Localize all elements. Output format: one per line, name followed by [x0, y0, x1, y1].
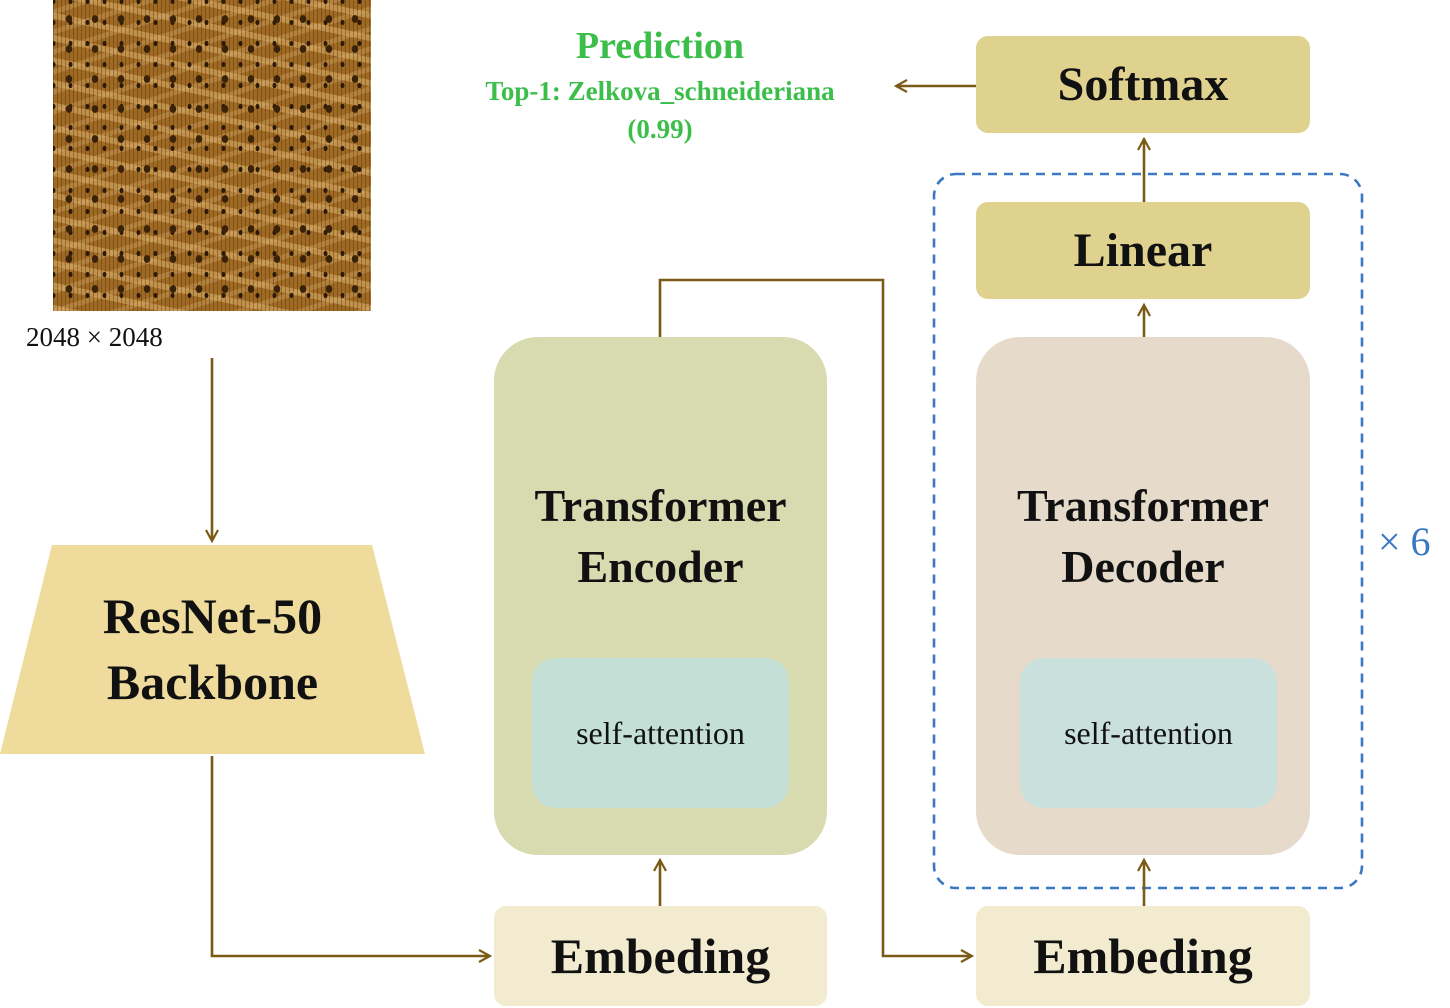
- arrow-encoder-to-decoder-embedding: [658, 278, 972, 956]
- transformer-decoder-block: Transformer Decoder self-attention: [976, 337, 1310, 855]
- backbone-title-line1: ResNet-50: [102, 588, 323, 644]
- decoder-self-attention: self-attention: [1020, 658, 1277, 808]
- decoder-title-line1: Transformer: [1016, 480, 1270, 531]
- backbone-trapezoid: [0, 545, 425, 754]
- decoder-embedding-block: Embeding: [976, 906, 1310, 1006]
- softmax-block: Softmax: [976, 36, 1310, 133]
- arrow-backbone-to-embedding: [210, 756, 490, 956]
- prediction-top1: Top-1: Zelkova_schneideriana: [485, 76, 835, 106]
- encoder-embedding-block: Embeding: [494, 906, 827, 1006]
- input-dimension-label: 2048 × 2048: [26, 322, 163, 352]
- input-wood-image: [53, 0, 371, 311]
- backbone-title-line2: Backbone: [106, 654, 319, 710]
- encoder-self-attention: self-attention: [532, 658, 789, 808]
- encoder-title-line2: Encoder: [577, 541, 744, 592]
- decoder-repeat-frame: [932, 172, 1364, 890]
- prediction-score: (0.99): [627, 114, 693, 144]
- encoder-title-line1: Transformer: [534, 480, 787, 531]
- decoder-title-line2: Decoder: [1061, 541, 1225, 592]
- linear-block: Linear: [976, 202, 1310, 299]
- repeat-count-label: × 6: [1378, 519, 1431, 564]
- prediction-title: Prediction: [575, 25, 745, 67]
- backbone-block: ResNet-50 Backbone: [0, 545, 425, 753]
- transformer-encoder-block: Transformer Encoder self-attention: [494, 337, 827, 855]
